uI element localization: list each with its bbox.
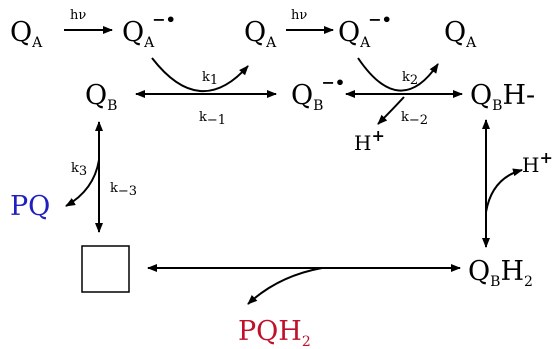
proton-label-2: H+ (522, 148, 553, 177)
k2-label: k2 (402, 70, 418, 88)
k1-label: k1 (202, 70, 218, 88)
k2-electron-transfer-curve (357, 57, 439, 92)
k-minus1-label: k−1 (199, 110, 226, 128)
pqh2-label: PQH2 (238, 316, 311, 349)
qb-label: QB (85, 80, 117, 114)
pq-label: PQ (10, 191, 50, 222)
photon-label-2: hν (291, 8, 307, 23)
k2-proton-uptake-curve (377, 96, 405, 125)
qbh-minus-label: QBH- (470, 80, 535, 114)
pq-release-curve (65, 159, 100, 207)
qa-radical-label-1: QA−• (122, 10, 176, 51)
qa-label-1: QA (10, 17, 43, 51)
pqh2-release-curve (247, 267, 323, 305)
k3-label: k3 (71, 161, 87, 179)
proton-uptake-curve (485, 168, 523, 213)
photon-label-1: hν (70, 8, 86, 23)
qa-label-2: QA (244, 17, 277, 51)
qb-radical-label: QB−• (291, 73, 345, 114)
qa-label-3: QA (444, 17, 477, 51)
proton-label-1: H+ (354, 126, 385, 155)
k1-electron-transfer-curve (151, 57, 249, 92)
k-minus3-label: k−3 (110, 181, 137, 199)
qbh2-label: QBH2 (468, 256, 533, 290)
qa-radical-label-2: QA−• (338, 10, 392, 51)
k-minus2-label: k−2 (401, 110, 428, 128)
empty-qb-site-box (81, 245, 130, 293)
